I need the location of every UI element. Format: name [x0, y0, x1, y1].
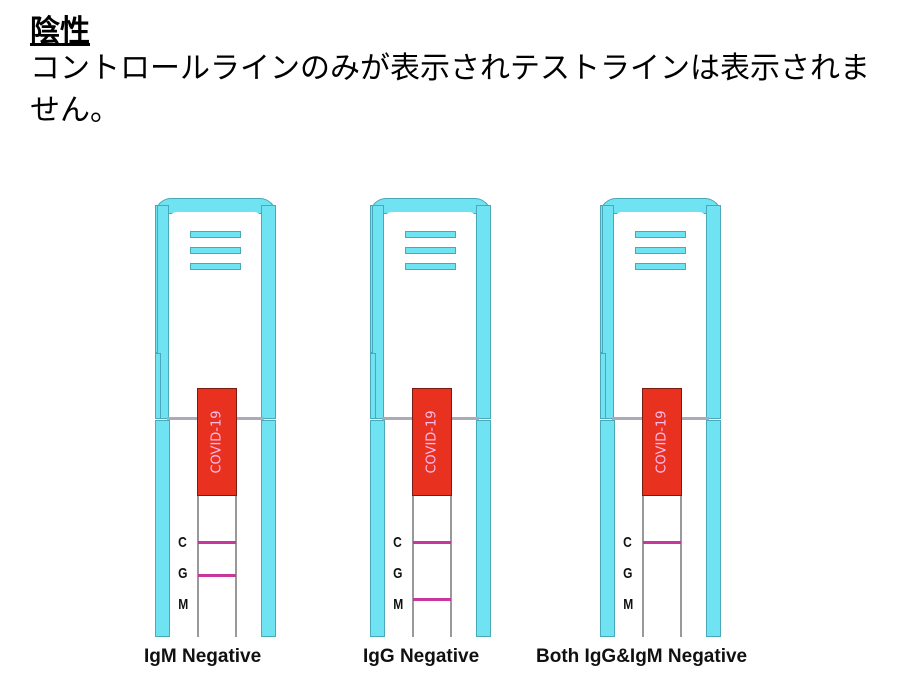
- caption-igm-negative: IgM Negative: [144, 646, 262, 667]
- c-result-line: [643, 541, 681, 544]
- left-rail-lower: [155, 420, 170, 637]
- vent-slot: [405, 263, 456, 270]
- c-result-line: [198, 541, 236, 544]
- strip-edge-left: [642, 495, 644, 637]
- strip-edge-right: [450, 495, 452, 637]
- vent-slot: [635, 263, 686, 270]
- left-rail-notch: [600, 353, 606, 419]
- left-rail-notch: [155, 353, 161, 419]
- vent-slot: [190, 263, 241, 270]
- vent-slot: [405, 247, 456, 254]
- sample-pad: COVID-19: [412, 388, 452, 496]
- g-result-line: [198, 574, 236, 577]
- c-result-line: [413, 541, 451, 544]
- strip-edge-left: [412, 495, 414, 637]
- right-rail-upper: [706, 205, 721, 419]
- line-label-m: M: [178, 596, 189, 613]
- left-rail-lower: [370, 420, 385, 637]
- caption-igg-negative: IgG Negative: [363, 646, 480, 667]
- cassette-window-top: [614, 212, 707, 220]
- line-label-g: G: [178, 565, 188, 582]
- right-rail-lower: [476, 420, 491, 637]
- sample-pad-label: COVID-19: [654, 410, 670, 474]
- right-rail-lower: [261, 420, 276, 637]
- sample-pad: COVID-19: [642, 388, 682, 496]
- sample-pad-label: COVID-19: [424, 410, 440, 474]
- vent-slot: [405, 231, 456, 238]
- vent-slot: [190, 231, 241, 238]
- left-rail-notch: [370, 353, 376, 419]
- right-rail-upper: [476, 205, 491, 419]
- right-rail-upper: [261, 205, 276, 419]
- line-label-g: G: [623, 565, 633, 582]
- sample-pad: COVID-19: [197, 388, 237, 496]
- heading: 陰性: [30, 14, 90, 49]
- cassette-window-top: [169, 212, 262, 220]
- sample-pad-label: COVID-19: [209, 410, 225, 474]
- line-label-m: M: [623, 596, 634, 613]
- line-label-c: C: [623, 534, 632, 551]
- vent-slot: [635, 231, 686, 238]
- strip-edge-right: [235, 495, 237, 637]
- vent-slot: [190, 247, 241, 254]
- caption-both-negative: Both IgG&IgM Negative: [536, 646, 748, 667]
- strip-edge-left: [197, 495, 199, 637]
- left-rail-lower: [600, 420, 615, 637]
- m-result-line: [413, 598, 451, 601]
- line-label-c: C: [393, 534, 402, 551]
- line-label-g: G: [393, 565, 403, 582]
- description: コントロールラインのみが表示されテストラインは表示されません。: [30, 51, 870, 128]
- vent-slot: [635, 247, 686, 254]
- line-label-m: M: [393, 596, 404, 613]
- strip-edge-right: [680, 495, 682, 637]
- line-label-c: C: [178, 534, 187, 551]
- right-rail-lower: [706, 420, 721, 637]
- cassette-window-top: [384, 212, 477, 220]
